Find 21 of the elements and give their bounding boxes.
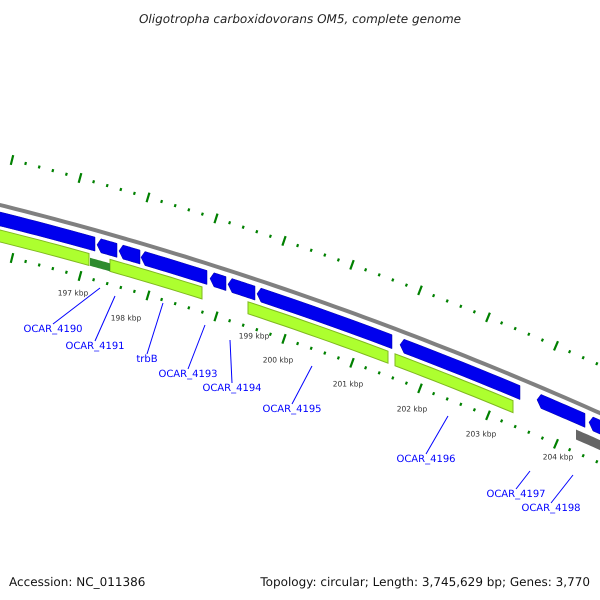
leader-line	[94, 296, 116, 342]
leader-line	[426, 416, 448, 454]
gene-label: OCAR_4197	[486, 489, 546, 501]
accession-text: Accession: NC_011386	[9, 574, 146, 591]
gene-label: OCAR_4193	[158, 369, 218, 381]
gene-label: OCAR_4190	[23, 324, 83, 336]
leader-line	[188, 324, 206, 370]
title: Oligotropha carboxidovorans OM5, complete genome	[138, 11, 462, 28]
gene-label: OCAR_4194	[202, 383, 262, 395]
genome-summary-text: Topology: circular; Length: 3,745,629 bp; Genes: 3,770	[260, 574, 590, 591]
gene-label: OCAR_4198	[521, 503, 581, 515]
leader-line	[292, 366, 312, 404]
gene-label: OCAR_4195	[262, 404, 322, 416]
leader-line	[230, 340, 232, 384]
leader-line	[550, 474, 574, 504]
leader-line	[146, 302, 164, 354]
leader-line	[52, 288, 100, 324]
leader-line	[516, 470, 530, 490]
gene-label: OCAR_4191	[65, 341, 125, 353]
gene-label: trbB	[136, 354, 158, 366]
gene-label: OCAR_4196	[396, 454, 456, 466]
